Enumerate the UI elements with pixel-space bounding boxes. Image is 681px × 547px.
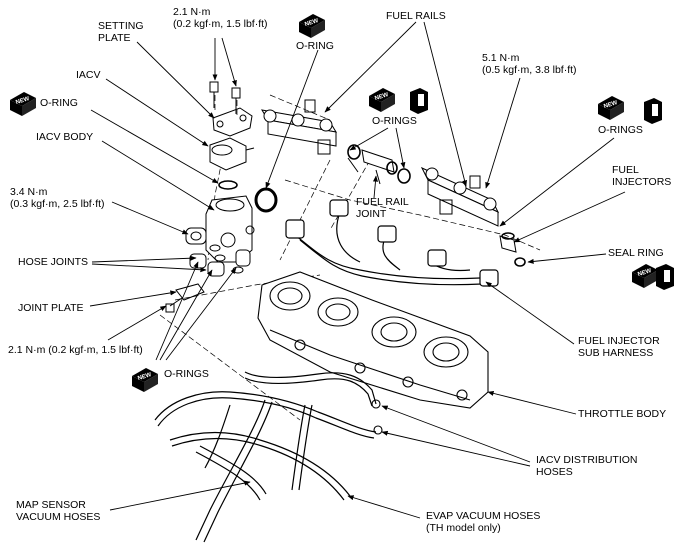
svg-text:NEW: NEW bbox=[304, 18, 319, 28]
svg-text:NEW: NEW bbox=[15, 96, 30, 106]
label-iacv-body-torque: 3.4 N·m (0.3 kgf·m, 2.5 lbf·ft) bbox=[10, 186, 105, 210]
fuel-injector-part bbox=[499, 232, 526, 267]
new-part-badge-icon: NEW bbox=[369, 88, 395, 112]
leader-iacv-distribution-2 bbox=[381, 430, 531, 467]
injector-sub-harness bbox=[285, 199, 499, 287]
leader-orings-bottom-1 bbox=[155, 261, 199, 361]
leader-hose-joints-1 bbox=[91, 255, 197, 263]
leader-fuel-injector-sub-harness bbox=[485, 281, 575, 345]
leader-oring-left bbox=[90, 109, 219, 184]
label-seal-ring: SEAL RING bbox=[608, 247, 664, 259]
label-o-ring-left: O-RING bbox=[40, 97, 78, 109]
leader-orings-bottom-3 bbox=[165, 267, 237, 361]
label-joint-plate-torque: 2.1 N·m (0.2 kgf·m, 1.5 lbf·ft) bbox=[8, 344, 143, 356]
assembly-centerlines bbox=[159, 94, 541, 421]
label-evap-vacuum-hoses: EVAP VACUUM HOSES (TH model only) bbox=[426, 510, 541, 534]
replace-part-tags bbox=[410, 88, 674, 290]
leader-fuel-rails-torque bbox=[485, 77, 521, 189]
label-setting-plate: SETTING PLATE bbox=[98, 20, 144, 44]
leader-fuel-rails-2 bbox=[423, 21, 468, 187]
fuel-rail-left bbox=[261, 99, 337, 155]
svg-text:NEW: NEW bbox=[603, 100, 618, 110]
fuel-rail-right bbox=[420, 166, 500, 227]
label-o-rings-right: O-RINGS bbox=[598, 124, 643, 136]
leader-seal-ring bbox=[527, 253, 607, 264]
leader-oring-top bbox=[265, 49, 319, 189]
new-part-badge-icon: NEW bbox=[132, 368, 158, 392]
leader-fuel-injectors bbox=[513, 191, 626, 243]
label-o-rings-mid: O-RINGS bbox=[372, 115, 417, 127]
replace-part-tag-icon bbox=[410, 88, 428, 114]
fuel-rail-joint-part bbox=[347, 144, 411, 185]
label-fuel-rails-torque: 5.1 N·m (0.5 kgf·m, 3.8 lbf·ft) bbox=[482, 52, 577, 76]
label-setting-plate-torque: 2.1 N·m (0.2 kgf·m, 1.5 lbf·ft) bbox=[173, 6, 268, 30]
new-part-badge-icon: NEW bbox=[299, 14, 325, 38]
leader-iacv bbox=[105, 78, 209, 147]
label-fuel-rails: FUEL RAILS bbox=[386, 10, 446, 22]
leader-iacv-body bbox=[101, 140, 215, 211]
leader-map-sensor bbox=[109, 480, 251, 511]
label-iacv-body: IACV BODY bbox=[36, 131, 94, 143]
leader-orings-mid-1 bbox=[349, 127, 389, 151]
svg-text:NEW: NEW bbox=[637, 268, 652, 278]
label-hose-joints: HOSE JOINTS bbox=[18, 256, 89, 268]
leader-orings-mid-2 bbox=[395, 127, 406, 169]
new-part-badges: NEW NEW NEW NEW NEW bbox=[10, 14, 658, 392]
replace-part-tag-icon bbox=[644, 98, 662, 124]
leader-setting-plate-torque-2 bbox=[221, 37, 237, 87]
iacv bbox=[209, 137, 255, 171]
vacuum-hoses bbox=[154, 371, 377, 543]
setting-plate-bolts bbox=[209, 81, 241, 114]
leader-evap bbox=[347, 495, 421, 519]
leader-joint-plate bbox=[89, 290, 177, 307]
label-o-ring-top: O-RING bbox=[296, 40, 334, 52]
label-fuel-injector-sub-harness: FUEL INJECTOR SUB HARNESS bbox=[578, 335, 660, 359]
leader-throttle-body bbox=[487, 390, 577, 415]
label-iacv: IACV bbox=[76, 69, 101, 81]
leader-orings-right bbox=[499, 137, 615, 227]
label-throttle-body: THROTTLE BODY bbox=[578, 408, 667, 420]
label-fuel-injectors: FUEL INJECTORS bbox=[612, 164, 672, 188]
replace-part-tag-icon bbox=[656, 264, 674, 290]
label-map-sensor-vacuum-hoses: MAP SENSOR VACUUM HOSES bbox=[16, 499, 101, 523]
iacv-o-ring bbox=[218, 180, 238, 190]
leader-lines bbox=[89, 21, 626, 519]
label-iacv-distribution-hoses: IACV DISTRIBUTION HOSES bbox=[536, 454, 638, 478]
label-joint-plate: JOINT PLATE bbox=[18, 302, 84, 314]
leader-joint-plate-torque bbox=[107, 305, 167, 341]
svg-text:NEW: NEW bbox=[137, 372, 152, 382]
o-ring-large bbox=[254, 187, 278, 213]
leader-iacv-body-torque bbox=[111, 201, 189, 235]
label-o-rings-bottom: O-RINGS bbox=[164, 368, 209, 380]
new-part-badge-icon: NEW bbox=[10, 92, 36, 116]
setting-plate bbox=[212, 107, 253, 137]
leader-iacv-distribution-1 bbox=[381, 405, 531, 463]
throttle-body-part bbox=[257, 271, 489, 435]
label-fuel-rail-joint: FUEL RAIL JOINT bbox=[356, 196, 409, 220]
leader-setting-plate bbox=[136, 41, 215, 119]
leader-fuel-rails-1 bbox=[324, 21, 417, 113]
new-part-badge-icon: NEW bbox=[632, 264, 658, 288]
new-part-badge-icon: NEW bbox=[598, 96, 624, 120]
joint-plate bbox=[175, 283, 205, 301]
parts-drawing bbox=[154, 81, 541, 543]
svg-text:NEW: NEW bbox=[374, 92, 389, 102]
leader-fuel-rail-joint bbox=[372, 175, 378, 199]
leader-hose-joints-2 bbox=[91, 263, 207, 273]
leader-orings-bottom-2 bbox=[159, 269, 213, 361]
